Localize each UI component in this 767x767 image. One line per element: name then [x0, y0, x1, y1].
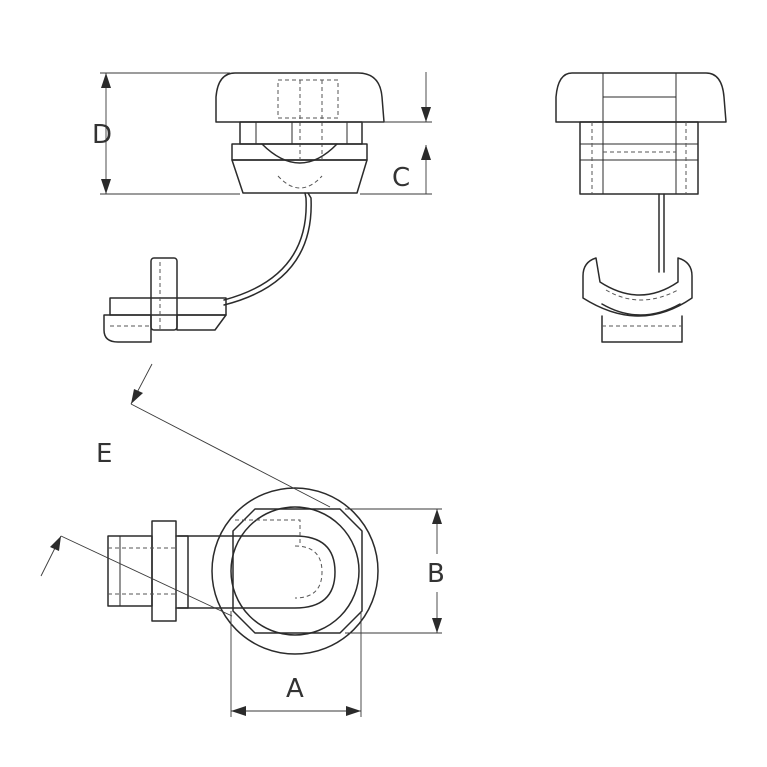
- dimension-d: D: [92, 72, 240, 195]
- dimension-a: A: [230, 611, 362, 717]
- label-d: D: [92, 120, 112, 150]
- side-cap: [555, 72, 727, 123]
- label-a: A: [286, 674, 304, 704]
- top-plug-flange: [151, 520, 177, 622]
- front-plug: [103, 257, 227, 343]
- dimension-e: E: [40, 363, 331, 617]
- front-neck: [239, 121, 363, 145]
- top-strap: [177, 535, 336, 609]
- label-c: C: [392, 163, 410, 193]
- dimension-b: B: [345, 508, 445, 634]
- dimension-c: C: [340, 72, 432, 195]
- top-ring-inner: [230, 506, 360, 636]
- label-e: E: [96, 439, 112, 469]
- side-hook: [582, 257, 693, 317]
- front-body: [231, 159, 368, 194]
- side-body: [579, 121, 699, 195]
- top-ring-outer: [211, 487, 379, 655]
- label-b: B: [427, 559, 445, 589]
- front-strap: [223, 192, 312, 306]
- top-view: [107, 487, 379, 655]
- side-view: [555, 72, 727, 343]
- front-view: [103, 72, 385, 343]
